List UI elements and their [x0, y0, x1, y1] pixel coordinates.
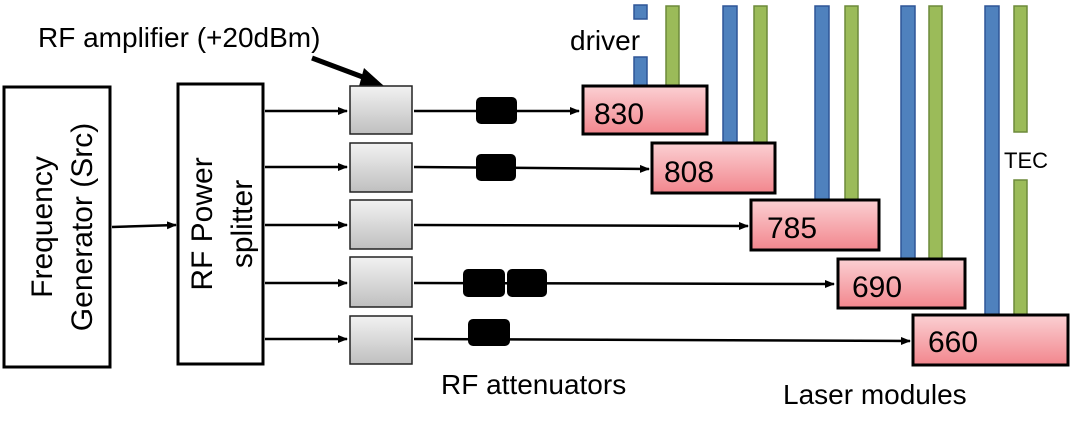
rf-amplifier-4 — [349, 256, 413, 308]
tec-bar-660 — [1013, 179, 1028, 316]
laser-module-808 — [650, 141, 777, 195]
freq-gen-label-2: Generator (Src) — [66, 123, 99, 331]
splitter-label-1: RF Power — [186, 157, 219, 290]
rf-attenuator-690-b — [507, 269, 547, 297]
tec-bar-660-upper — [1013, 5, 1028, 133]
rf-amplifier-1 — [349, 85, 413, 135]
freq-gen-label-1: Frequency — [26, 156, 59, 298]
rf-attenuator-660 — [468, 319, 510, 346]
signal-line-808 — [413, 164, 650, 173]
rf-amplifier-5 — [349, 315, 413, 365]
rf-amplifier-label: RF amplifier (+20dBm) — [38, 22, 320, 53]
signal-line-785 — [413, 221, 749, 230]
driver-bar-785 — [814, 5, 830, 201]
laser-wavelength-785: 785 — [767, 212, 817, 245]
driver-bar-660 — [984, 5, 1000, 316]
tec-label: TEC — [1004, 148, 1048, 173]
laser-modules-label: Laser modules — [783, 379, 967, 410]
rf-amplifier-3 — [349, 199, 413, 250]
rf-attenuators-label: RF attenuators — [441, 369, 626, 400]
tec-bar-808 — [753, 5, 768, 144]
tec-bar-690 — [928, 5, 943, 260]
laser-module-785 — [749, 198, 881, 252]
tec-bar-830 — [665, 5, 680, 87]
rf-attenuator-830 — [476, 97, 517, 124]
driver-bar-830 — [633, 56, 648, 87]
driver-bar-690 — [900, 5, 916, 260]
laser-wavelength-660: 660 — [928, 326, 978, 359]
laser-module-830 — [581, 84, 709, 136]
rf-attenuator-690-a — [463, 269, 505, 297]
rf-amplifier-2 — [349, 142, 413, 193]
frequency-generator-box — [2, 85, 112, 369]
laser-module-660 — [911, 313, 1070, 367]
laser-wavelength-830: 830 — [594, 98, 644, 131]
gen-to-splitter-arrow — [111, 221, 177, 230]
laser-module-690 — [836, 257, 967, 310]
rf-power-splitter-box — [176, 82, 265, 366]
splitter-label-2: splitter — [226, 180, 259, 268]
amplifier-pointer-head — [358, 68, 384, 90]
tec-bar-785 — [844, 5, 859, 201]
driver-label: driver — [570, 25, 640, 56]
driver-bar-830-upper — [633, 4, 648, 20]
laser-wavelength-808: 808 — [664, 156, 714, 189]
laser-wavelength-690: 690 — [852, 271, 902, 304]
rf-attenuator-808 — [476, 154, 516, 181]
driver-bar-808 — [722, 5, 738, 144]
